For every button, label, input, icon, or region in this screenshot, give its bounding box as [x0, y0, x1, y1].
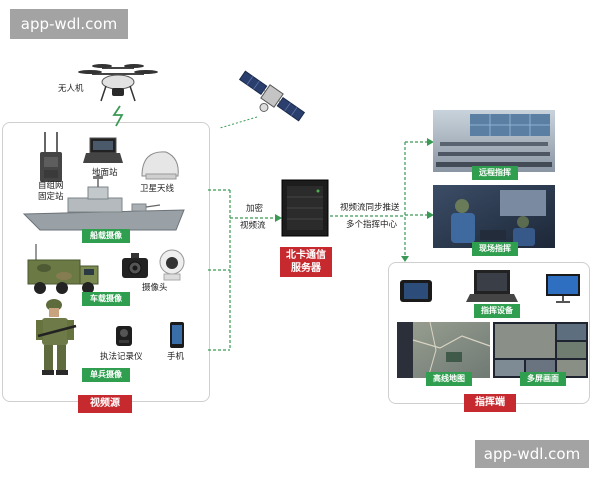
- drone-label: 无人机: [58, 84, 84, 94]
- arrow-to-terminal: [401, 256, 409, 262]
- video-source-title: 视频源: [78, 395, 132, 413]
- ship-icon: [22, 174, 185, 231]
- soldier-camera-label: 单兵摄像: [82, 368, 130, 382]
- monitor-icon: [546, 274, 580, 303]
- arrow-to-onsite: [427, 211, 434, 219]
- server-label: 北卡通信 服务器: [280, 247, 332, 277]
- onsite-command-photo: [433, 185, 555, 248]
- server-label-line1: 北卡通信: [286, 250, 326, 261]
- remote-command-photo: [433, 110, 555, 172]
- ship-camera-label: 船载摄像: [82, 229, 130, 243]
- map-screen-image: [397, 321, 491, 379]
- push-label-line1: 视频流同步推送: [340, 203, 400, 213]
- bodycam-label: 执法记录仪: [100, 352, 143, 362]
- radio-station-icon: [40, 132, 62, 182]
- phone-label: 手机: [167, 352, 185, 362]
- source-flow-lines: [208, 189, 276, 351]
- body-camera-icon: [116, 326, 132, 346]
- multi-screen-image: [493, 322, 588, 378]
- tablet-icon: [400, 280, 432, 302]
- station-label-line1: 自组网: [38, 181, 64, 191]
- military-vehicle-icon: [27, 244, 99, 294]
- map-label: 高线地图: [426, 372, 472, 386]
- laptop-icon: [466, 270, 518, 302]
- soldier-icon: [36, 299, 77, 375]
- drone-icon: [78, 64, 158, 102]
- arrow-to-remote: [427, 138, 434, 146]
- watermark-bottom-right: app-wdl.com: [475, 440, 589, 468]
- satellite-icon: [238, 70, 306, 122]
- vehicle-camera-icon: [122, 253, 148, 278]
- arrow-to-server: [275, 214, 282, 222]
- satellite-dish-label: 卫星天线: [140, 184, 175, 194]
- onsite-command-label: 现场指挥: [472, 242, 518, 256]
- phone-icon: [170, 322, 184, 348]
- satellite-dish-icon: [141, 151, 179, 180]
- remote-command-label: 远程指挥: [472, 166, 518, 180]
- multiscreen-label: 多屏画面: [520, 372, 566, 386]
- server-label-line2: 服务器: [291, 263, 321, 274]
- dome-camera-icon: [159, 249, 185, 281]
- watermark-top-left: app-wdl.com: [10, 9, 128, 39]
- vehicle-camera-label: 车载摄像: [82, 292, 130, 306]
- command-devices-label: 指挥设备: [474, 304, 520, 318]
- encrypt-label-line2: 视频流: [240, 221, 266, 231]
- ground-station-label: 地面站: [92, 168, 118, 178]
- push-label-line2: 多个指挥中心: [346, 220, 398, 230]
- server-icon: [281, 179, 329, 237]
- wireless-link-icon: [112, 105, 124, 127]
- ground-station-icon: [83, 137, 123, 163]
- camera-label: 摄像头: [142, 283, 168, 293]
- satellite-link-line: [219, 116, 258, 129]
- push-flow-lines: [330, 141, 428, 258]
- station-label-line2: 固定站: [38, 192, 64, 202]
- command-terminal-title: 指挥端: [464, 394, 516, 412]
- encrypt-label-line1: 加密: [246, 204, 264, 214]
